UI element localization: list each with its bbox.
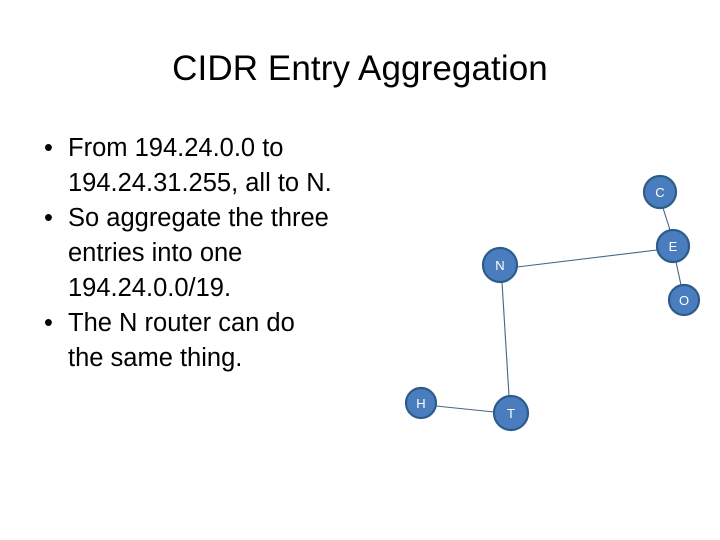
page-title: CIDR Entry Aggregation [172,49,548,88]
router-node-e[interactable]: E [655,228,691,264]
edge-c-e [662,207,671,231]
router-node-circle-t [492,394,530,432]
bullet-3-line-1: The N router can do [68,309,295,337]
bullet-marker-icon: • [44,204,53,232]
router-node-c[interactable]: C [642,174,678,210]
bullet-marker-icon: • [44,309,53,337]
router-node-label-t: T [507,406,515,421]
bullet-list: • From 194.24.0.0 to 194.24.31.255, all … [30,131,390,376]
edge-e-n [516,249,658,268]
bullet-3-line-2: the same thing. [68,344,243,372]
bullet-item-3: • The N router can do the same thing. [30,306,390,376]
bullet-2-line-3: 194.24.0.0/19. [68,274,232,302]
edge-e-o [675,261,682,286]
bullet-item-1: • From 194.24.0.0 to 194.24.31.255, all … [30,131,390,201]
edge-h-t [435,405,495,413]
router-node-circle-c [642,174,678,210]
router-node-t[interactable]: T [492,394,530,432]
edge-layer [435,207,682,413]
router-node-circle-o [667,283,701,317]
router-node-circle-n [481,246,519,284]
bullet-2-line-1: So aggregate the three [68,204,329,232]
bullet-1-line-1: From 194.24.0.0 to [68,134,284,162]
bullet-2-line-2: entries into one [68,239,243,267]
edge-n-t [501,281,510,397]
router-node-label-e: E [669,239,678,254]
bullet-item-2: • So aggregate the three entries into on… [30,201,390,306]
router-node-circle-e [655,228,691,264]
router-node-n[interactable]: N [481,246,519,284]
router-node-circle-h [404,386,438,420]
bullet-1-line-2: 194.24.31.255, all to N. [68,169,332,197]
node-layer: C E O N H T [404,174,701,432]
bullet-marker-icon: • [44,134,53,162]
router-node-label-o: O [679,293,689,308]
router-node-label-c: C [655,185,664,200]
router-node-o[interactable]: O [667,283,701,317]
router-node-label-n: N [495,258,504,273]
router-node-h[interactable]: H [404,386,438,420]
router-node-label-h: H [416,396,425,411]
